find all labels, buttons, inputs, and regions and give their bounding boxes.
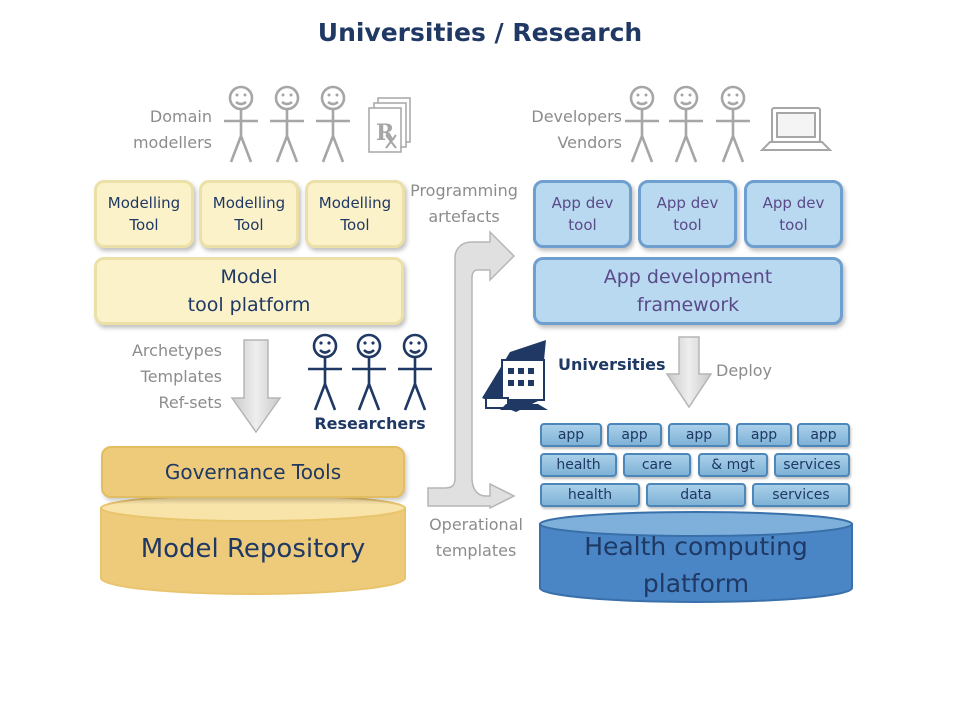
- app-chip-5: app: [797, 423, 850, 447]
- app-framework-line-2: framework: [636, 294, 740, 316]
- archetypes-line-2: Templates: [140, 367, 222, 386]
- services-chip: services: [774, 453, 850, 477]
- app-chip-1: app: [540, 423, 602, 447]
- domain-modellers-label: Domain modellers: [112, 104, 212, 156]
- archetypes-line-3: Ref-sets: [158, 393, 222, 412]
- operational-templates-line-1: Operational: [429, 515, 523, 534]
- services-chip-2: services: [752, 483, 850, 507]
- app-chip-3: app: [668, 423, 730, 447]
- governance-tools-box: Governance Tools: [101, 446, 405, 498]
- page-title: Universities / Research: [317, 18, 643, 47]
- app-dev-tool-1: App dev tool: [533, 180, 632, 248]
- model-repository-cylinder: [100, 494, 406, 595]
- care-chip: care: [623, 453, 691, 477]
- app-dev-tool-2-line-2: tool: [673, 216, 702, 234]
- domain-modellers-line-2: modellers: [132, 133, 212, 152]
- modelling-tool-1-line-2: Tool: [129, 216, 159, 234]
- app-framework-line-1: App development: [603, 266, 773, 288]
- university-building-icon: [482, 340, 548, 412]
- app-chip-2: app: [607, 423, 662, 447]
- app-dev-tool-1-line-1: App dev: [551, 194, 614, 212]
- archetypes-label: Archetypes Templates Ref-sets: [112, 338, 222, 416]
- domain-modeller-figures: [222, 85, 352, 164]
- modelling-tool-1-line-1: Modelling: [107, 194, 181, 212]
- modelling-tool-2-line-2: Tool: [234, 216, 264, 234]
- health-platform-label: Health computing platform: [540, 528, 852, 602]
- deploy-down-arrow: [665, 336, 713, 409]
- model-platform-line-2: tool platform: [187, 294, 311, 316]
- health-data-chip-1: health: [540, 483, 640, 507]
- app-chip-4: app: [736, 423, 792, 447]
- universities-label: Universities: [558, 355, 666, 374]
- modelling-tool-3-line-1: Modelling: [318, 194, 392, 212]
- modelling-tool-3-line-2: Tool: [340, 216, 370, 234]
- app-dev-tool-3-line-1: App dev: [762, 194, 825, 212]
- health-platform-line-2: platform: [642, 569, 750, 598]
- prescription-document-icon: R: [368, 97, 411, 153]
- programming-artefacts-line-2: artefacts: [428, 207, 500, 226]
- app-dev-tool-2-line-1: App dev: [656, 194, 719, 212]
- health-chip: health: [540, 453, 617, 477]
- app-dev-tool-2: App dev tool: [638, 180, 737, 248]
- model-platform-line-1: Model: [220, 266, 278, 288]
- modelling-tool-2-line-1: Modelling: [212, 194, 286, 212]
- operational-templates-label: Operational templates: [416, 512, 536, 564]
- mgt-chip: & mgt: [698, 453, 768, 477]
- operational-templates-line-2: templates: [435, 541, 517, 560]
- developers-line-2: Vendors: [557, 133, 622, 152]
- health-platform-line-1: Health computing: [584, 532, 808, 561]
- developers-line-1: Developers: [531, 107, 622, 126]
- app-dev-tool-3: App dev tool: [744, 180, 843, 248]
- domain-modellers-line-1: Domain: [149, 107, 212, 126]
- health-platform-cylinder: [539, 511, 853, 603]
- programming-artefacts-line-1: Programming: [410, 181, 518, 200]
- developer-figures: [623, 85, 752, 164]
- laptop-icon: [759, 107, 833, 151]
- researchers-label: Researchers: [314, 414, 426, 433]
- archetypes-down-arrow: [230, 339, 282, 434]
- app-dev-tool-1-line-2: tool: [568, 216, 597, 234]
- deploy-label: Deploy: [716, 361, 773, 380]
- archetypes-line-1: Archetypes: [131, 341, 222, 360]
- model-repository-label: Model Repository: [140, 534, 366, 564]
- model-tool-platform: Model tool platform: [94, 257, 404, 325]
- data-chip: data: [646, 483, 746, 507]
- artefact-flow-arrow: [427, 230, 516, 510]
- app-development-framework: App development framework: [533, 257, 843, 325]
- researcher-figures: [306, 333, 434, 412]
- app-dev-tool-3-line-2: tool: [779, 216, 808, 234]
- programming-artefacts-label: Programming artefacts: [404, 178, 524, 230]
- developers-label: Developers Vendors: [510, 104, 622, 156]
